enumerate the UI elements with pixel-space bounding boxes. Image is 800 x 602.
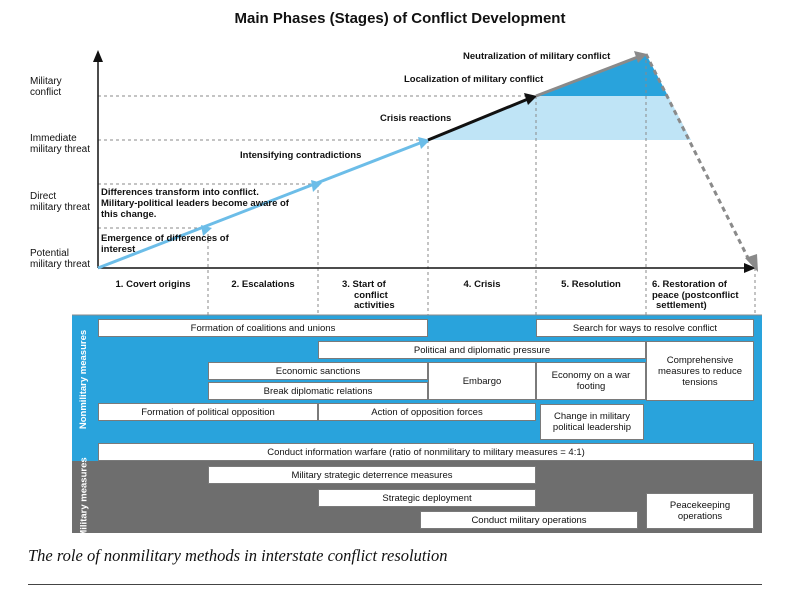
cell-coalitions: Formation of coalitions and unions: [98, 319, 428, 337]
development-curve: [97, 51, 758, 272]
cell-economic-sanctions: Economic sanctions: [208, 362, 428, 380]
annotation-emergence: Emergence of differences of interest: [101, 233, 229, 255]
cell-political-pressure: Political and diplomatic pressure: [318, 341, 646, 359]
diagram-title: Main Phases (Stages) of Conflict Develop…: [234, 10, 566, 27]
cell-operations: Conduct military operations: [420, 511, 638, 529]
axes: [93, 50, 756, 273]
figure-caption: The role of nonmilitary methods in inter…: [28, 546, 448, 565]
annotation-crisis-reactions: Crisis reactions: [380, 113, 452, 124]
cell-deployment: Strategic deployment: [318, 489, 536, 507]
phase-dividers: [207, 54, 756, 315]
annotation-neutralization: Neutralization of military conflict: [463, 51, 611, 62]
level-guides: [98, 95, 536, 229]
cell-break-relations: Break diplomatic relations: [208, 382, 428, 400]
cell-comprehensive: Comprehensive measures to reduce tension…: [646, 341, 754, 401]
cell-leadership-change: Change in military political leadership: [540, 404, 644, 440]
annotation-localization: Localization of military conflict: [404, 74, 544, 85]
caption-rule: [28, 584, 762, 585]
cell-deterrence: Military strategic deterrence measures: [208, 466, 536, 484]
cell-political-opposition: Formation of political opposition: [98, 403, 318, 421]
cell-peacekeeping: Peacekeeping operations: [646, 493, 754, 529]
cell-info-warfare: Conduct information warfare (ratio of no…: [98, 443, 754, 461]
phase-5: 5. Resolution: [561, 279, 621, 290]
annotation-transform: Differences transform into conflict. Mil…: [101, 187, 289, 220]
annotation-intensifying: Intensifying contradictions: [240, 150, 362, 161]
phase-2: 2. Escalations: [231, 279, 295, 290]
crisis-area-light: [428, 96, 646, 140]
cell-war-footing: Economy on a war footing: [536, 362, 646, 400]
phase-4: 4. Crisis: [463, 279, 501, 290]
cell-search-ways: Search for ways to resolve conflict: [536, 319, 754, 337]
cell-embargo: Embargo: [428, 362, 536, 400]
restoration-area-light: [646, 96, 691, 140]
cell-opposition-forces: Action of opposition forces: [318, 403, 536, 421]
military-measures-label: Military measures: [78, 456, 90, 538]
nonmilitary-measures-label: Nonmilitary measures: [78, 329, 90, 429]
phase-1: 1. Covert origins: [115, 279, 191, 290]
